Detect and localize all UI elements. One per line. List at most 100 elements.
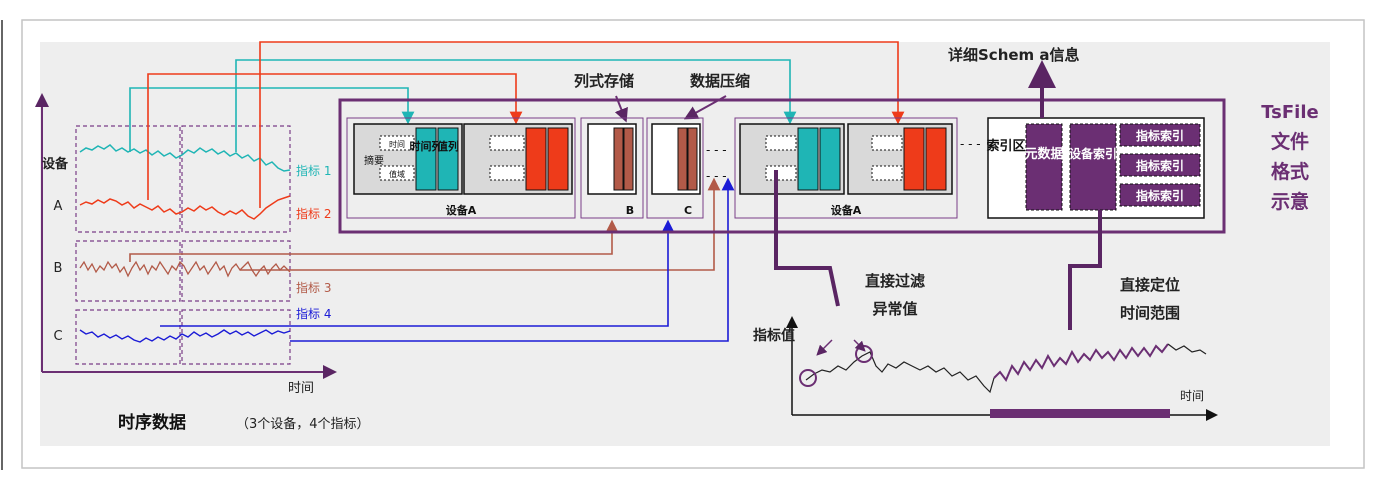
locate-label-2: 时间范围 [1120,304,1180,322]
chunk-c-col-2 [687,127,698,191]
chunk-a2-value-col [819,127,841,191]
window-b-1 [75,240,181,302]
panel-background [40,42,1330,446]
chunk-summary: 摘要 [364,154,384,167]
value-column [437,127,459,191]
outlier-pointer-1 [816,339,833,356]
device-c-label: C [53,329,62,344]
device-b-label: B [54,261,63,276]
tsfile-title-3: 格式 [1271,160,1309,183]
window-a-2 [181,125,291,233]
outlier-pointer-2 [853,339,866,352]
link-metric4-chunk2 [290,177,735,342]
metadata-block [1025,123,1063,211]
link-metric1-chunk1 [129,87,415,152]
chunk-value: 值域 [389,169,405,179]
device-index-label: 设备索引 [1069,146,1117,161]
filter-label-1: 直接过滤 [865,272,925,290]
metric-1-label: 指标 1 [296,163,331,178]
chunk-b-col-2 [623,127,634,191]
value-column-red [547,127,569,191]
metric-index-3 [1119,183,1201,207]
bc-y-label-1: 指标值 [753,327,795,344]
chunk-time: 时间 [389,139,405,149]
chunk-a2-time-box [765,135,797,151]
chunk-a2-time-col-red [903,127,925,191]
metadata-label: 元数据 [1024,146,1063,162]
device-a-label-2: 设备A [831,203,862,217]
arrow-compression [683,95,727,120]
device-c-group: C [646,117,704,219]
device-b-label-file: B [626,204,634,217]
chunk-time-box [379,135,415,151]
link-metric3-chunk1 [129,219,619,262]
located-time-range-bar [990,409,1170,418]
chunk-c-col-1 [677,127,688,191]
time-column [415,127,437,191]
bc-series-raw [805,351,995,394]
metric-3-label: 指标 3 [296,280,331,295]
window-c-1 [75,309,181,365]
chunk-a2-value-box [765,165,797,181]
series-metric-2 [79,195,291,220]
chunk-a2-value-col-red [925,127,947,191]
filter-arrow [774,170,840,307]
device-a-group-frame-2 [734,117,958,219]
label-compression: 数据压缩 [690,72,750,90]
tsfile-frame [338,98,1226,234]
tsfile-title-1: TsFile [1261,102,1318,123]
locate-arrow [1068,210,1102,330]
device-a-label-1: 设备A [446,203,477,217]
ellipsis-2: - - - [706,169,727,183]
link-metric2-chunk1 [147,73,523,200]
chunk-a2-value-box-2 [871,165,903,181]
arrow-column-store [614,95,628,123]
time-column-label: 时间列 [410,139,443,153]
bc-series-located [993,343,1169,382]
bc-series-tail [1167,343,1207,355]
device-b-frame [580,117,644,219]
index-area: 索引区 元数据 设备索引 指标索引 指标索引 指标索引 [986,117,1205,219]
chunk-b-col-1 [613,127,624,191]
device-b-group: B [580,117,644,219]
link-metric1-chunk2 [235,59,797,152]
device-a-group-2: 设备A [734,117,958,219]
link-metric2-chunk2 [259,41,905,208]
metric-index-1 [1119,123,1201,147]
connector-lines [129,41,905,342]
device-c-label-file: C [684,204,692,217]
tsfile-title-4: 示意 [1271,190,1309,213]
label-schema: 详细Schem a信息 [948,46,1080,64]
device-a-label: A [54,199,63,214]
outlier-circle-1 [799,369,817,387]
chunk-a2-time-col [797,127,819,191]
time-column-red [525,127,547,191]
timeseries-section: 设备 A B C 指标 1 指标 2 指标 3 指标 4 时间 时序数据 （3个… [35,93,370,433]
metric-index-2 [1119,153,1201,177]
device-c-frame [646,117,704,219]
metric-index-label-3: 指标索引 [1136,188,1184,203]
ts-y-label: 设备 [42,156,69,172]
locate-label-1: 直接定位 [1120,276,1180,294]
chunk-value-box-2 [489,165,525,181]
metric-4-label: 指标 4 [296,306,331,321]
label-column-store: 列式存储 [574,72,634,90]
window-a-1 [75,125,181,233]
device-index-block [1069,123,1117,211]
bottom-chart: 直接过滤 异常值 直接定位 时间范围 指标值 时间 [753,170,1218,421]
ts-x-label: 时间 [288,381,314,396]
device-a-group-frame-1 [346,117,576,219]
filter-label-2: 异常值 [872,300,917,318]
ts-title: 时序数据 [118,412,186,433]
index-area-label: 索引区 [986,138,1025,154]
value-column-label: 值列 [437,139,459,153]
link-metric3-chunk2 [240,177,721,271]
chunk-a2-time-box-2 [871,135,903,151]
ts-caption: （3个设备，4个指标） [236,416,370,432]
device-a-group-1: 摘要 时间 值域 时间列 值列 设备A [346,117,576,219]
series-metric-4 [79,329,291,343]
series-metric-1 [79,144,291,172]
series-metric-3 [79,260,291,278]
